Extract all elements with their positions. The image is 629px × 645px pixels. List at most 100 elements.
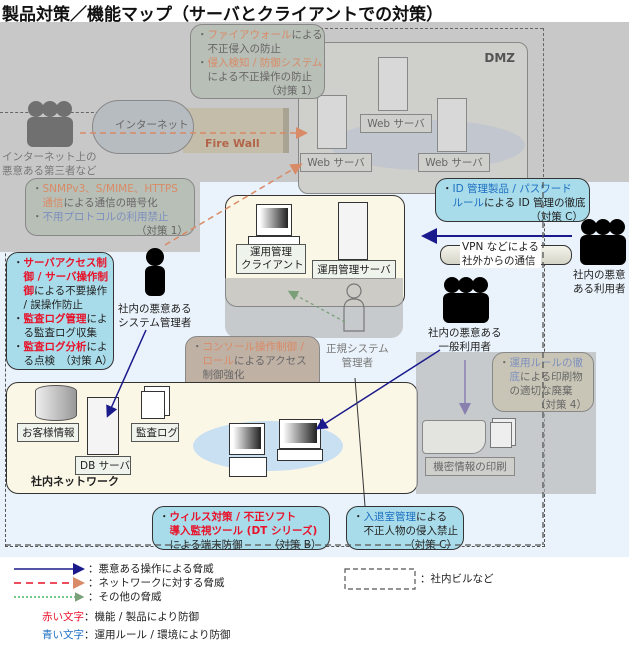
laptop-screen	[279, 419, 321, 449]
label-line: システム管理者	[118, 317, 192, 329]
printer-paper-icon	[422, 420, 486, 454]
callout-text: ファイアウォール	[207, 29, 292, 41]
callout-id-management: ・ID 管理製品 / パスワード ルールによる ID 管理の徹底 （対策 C）	[435, 178, 590, 223]
callout-text	[32, 197, 43, 209]
callout-text: 侵入検知 / 防御システム	[207, 57, 323, 69]
callout-text: による	[291, 29, 323, 41]
callout-line: る監査ログ収集	[13, 326, 107, 340]
label-line: 悪意ある第三者など	[2, 165, 97, 177]
customer-info-label: お客様情報	[17, 423, 79, 442]
malicious-sysadmin-label: 社内の悪意ある システム管理者	[118, 302, 192, 330]
callout-text: ・	[13, 341, 24, 353]
legend-red-key: 赤い文字	[42, 611, 84, 623]
label-line: 社内の悪意ある	[118, 303, 192, 315]
vpn-label: VPN などによる 社外からの通信	[460, 240, 541, 268]
internet-label: インターネット	[115, 119, 189, 131]
firewall-wall: Fire Wall	[183, 108, 289, 153]
callout-text: ・	[197, 57, 208, 69]
audit-log-label: 監査ログ	[131, 423, 179, 442]
callout-text: によ	[86, 341, 108, 353]
malicious-user-label: 社内の悪意 ある利用者	[573, 268, 626, 296]
desktop-pc-icon	[229, 423, 267, 477]
callout-line: 導入監視ツール (DT シリーズ)	[159, 524, 323, 538]
legit-sysadmin-label: 正規システム 管理者	[326, 342, 389, 370]
callout-text: による ID 管理の徹底	[484, 197, 586, 209]
callout-text: ・	[499, 357, 510, 369]
callout-line: ・不用プロトコルの利用禁止	[32, 210, 188, 224]
callout-text: による印刷物	[520, 371, 583, 383]
legend-red-text: 赤い文字：機能 / 製品により防御	[42, 610, 199, 624]
monitor	[229, 423, 265, 455]
label-line: 管理者	[341, 357, 374, 369]
callout-text: 不正人物の侵入禁止	[353, 525, 458, 537]
label-line: 運用管理	[250, 246, 292, 258]
callout-text: ・	[13, 257, 24, 269]
callout-text: による通信の暗号化	[63, 197, 158, 209]
malicious-sysadmin-icon	[143, 248, 167, 300]
label-line: 社内の悪意ある	[428, 327, 502, 339]
callout-text: ・	[32, 211, 43, 223]
callout-text: 入退室管理	[363, 511, 417, 523]
callout-text: による	[416, 511, 448, 523]
callout-text: ・	[442, 183, 453, 195]
callout-text: / 誤操作防止	[13, 299, 83, 311]
callout-text: ・	[159, 511, 170, 523]
callout-text	[13, 285, 24, 297]
callout-text: ルール	[452, 197, 485, 209]
callout-text: 不用プロトコルの利用禁止	[42, 211, 169, 223]
callout-antivirus: ・ウィルス対策 / 不正ソフト 導入監視ツール (DT シリーズ) による端末防…	[152, 506, 330, 552]
callout-line: による不正操作の防止	[197, 70, 318, 84]
web-server-icon	[378, 57, 408, 111]
label-line: 社外からの通信	[462, 255, 536, 267]
callout-line: 不正侵入の防止	[197, 42, 318, 56]
callout-line: による端末防御 （対策 B）	[159, 538, 323, 552]
callout-line: る点検 （対策 A）	[13, 354, 112, 368]
callout-line: の適切な廃棄	[499, 384, 587, 398]
callout-line: ・監査ログ管理によ	[13, 312, 108, 326]
label-line: VPN などによる	[462, 241, 539, 253]
callout-text: 監査ログ分析	[23, 341, 87, 353]
legend-building-swatch	[344, 568, 416, 590]
callout-print-rules: ・運用ルールの徹 底による印刷物 の適切な廃棄（対策 4）	[492, 352, 594, 412]
ops-server-icon	[338, 202, 368, 260]
internet-third-party-icon	[25, 100, 75, 152]
callout-text: によるアクセス	[234, 355, 307, 367]
callout-text: ・	[32, 183, 43, 195]
callout-text: ・	[197, 29, 208, 41]
callout-line: ・ウィルス対策 / 不正ソフト	[159, 510, 323, 524]
callout-text	[13, 271, 24, 283]
callout-text: ID 管理製品 / パスワード	[452, 183, 572, 195]
callout-text: サーバアクセス制	[23, 257, 107, 269]
label-line: ある利用者	[573, 283, 626, 295]
ops-server-label: 運用管理サーバ	[312, 260, 396, 279]
page-title: 製品対策／機能マップ（サーバとクライアントでの対策）	[2, 5, 444, 25]
legend-building: ：社内ビルなど	[420, 573, 494, 585]
callout-line: ・サーバアクセス制	[13, 256, 107, 270]
callout-tag: （対策 C）	[530, 211, 583, 223]
building-boundary-right-top	[543, 28, 544, 182]
printed-document-icon	[490, 422, 512, 448]
legend-item-network-threat: ：ネットワークに対する脅威	[88, 577, 225, 589]
dmz-label: DMZ	[484, 51, 515, 65]
internal-network-zone: お客様情報 DB サーバ 監査ログ 社内ネットワーク	[6, 382, 418, 494]
db-server-label: DB サーバ	[75, 456, 131, 475]
db-server-icon	[87, 397, 119, 455]
callout-text: 御 / サーバ操作制	[23, 271, 109, 283]
laptop-icon	[277, 419, 323, 461]
legend-blue-key: 青い文字	[42, 629, 84, 641]
callout-text: 御	[23, 285, 35, 297]
internet-cloud: インターネット	[92, 100, 194, 154]
legend-blue-text: 青い文字：運用ルール / 環境により防御	[42, 628, 231, 642]
internal-network-label: 社内ネットワーク	[31, 475, 119, 488]
web-server-label-2: Web サーバ	[360, 114, 432, 133]
callout-text: 運用ルールの徹	[509, 357, 584, 369]
callout-text: コンソール操作制御 /	[202, 341, 304, 353]
callout-entry-control: ・入退室管理による 不正人物の侵入禁止（対策 C）	[346, 506, 464, 551]
callout-tag: （対策 1）	[265, 85, 318, 97]
callout-line: 制御強化	[192, 368, 313, 382]
callout-line: ・ファイアウォールによる	[197, 28, 323, 42]
web-server-icon	[317, 95, 347, 149]
label-line: 社内の悪意	[573, 269, 626, 281]
malicious-general-user-icon	[441, 276, 491, 328]
callout-text: による端末防御 （対策 B）	[159, 539, 322, 551]
